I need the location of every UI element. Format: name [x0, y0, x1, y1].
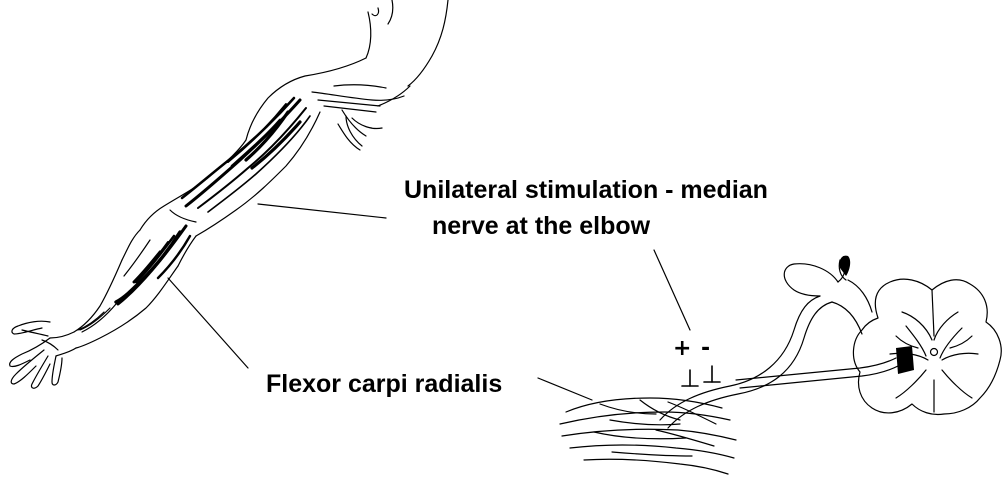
electrode-plus-label: + — [673, 336, 691, 362]
stimulating-electrodes — [682, 366, 720, 386]
flexor-carpi-radialis-label: Flexor carpi radialis — [266, 368, 502, 400]
stimulation-label-line2: nerve at the elbow — [432, 210, 650, 242]
muscle-fibers — [560, 398, 736, 474]
fcr-leader-line — [538, 378, 592, 400]
arm-illustration — [10, 0, 448, 388]
motor-neuron-pool — [896, 346, 914, 374]
muscle-leader-line — [168, 278, 248, 368]
electrode-leader-line — [654, 250, 690, 330]
ganglion-dark-spot — [841, 256, 847, 268]
stimulation-leader-line — [258, 204, 386, 218]
stimulation-label-line1: Unilateral stimulation - median — [404, 174, 768, 206]
electrode-minus-label: - — [701, 336, 710, 362]
nerve-and-spinal-cord — [660, 258, 1001, 428]
